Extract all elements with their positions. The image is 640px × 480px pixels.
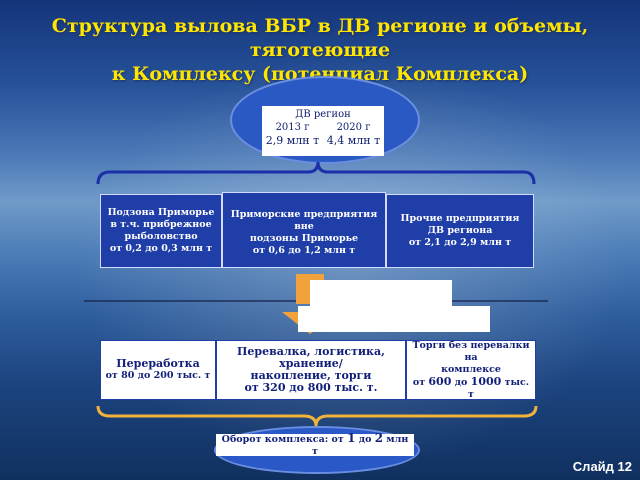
turnover-max: 2 bbox=[374, 431, 384, 445]
top-bracket bbox=[96, 161, 536, 185]
segment-primorye-subzone: Подзона Приморье в т.ч. прибрежное рыбол… bbox=[100, 194, 222, 268]
segment-1-line-1: Подзона Приморье bbox=[107, 207, 215, 218]
region-value-2013: 2,9 млн т bbox=[265, 134, 320, 147]
title-line-1: Структура вылова ВБР в ДВ регионе и объе… bbox=[51, 15, 589, 61]
activity-1-line-1: Переработка bbox=[116, 357, 200, 370]
title-line-2: к Комплексу (потенциал Комплекса) bbox=[111, 63, 529, 85]
slide-number: Слайд 12 bbox=[572, 459, 632, 474]
region-name: ДВ регион bbox=[295, 109, 351, 120]
activity-1-line-2: от 80 до 200 тыс. т bbox=[105, 370, 211, 381]
segment-other-enterprises: Прочие предприятия ДВ региона от 2,1 до … bbox=[386, 194, 534, 268]
activity-logistics: Перевалка, логистика, хранение/ накоплен… bbox=[216, 340, 406, 400]
turnover-unit: млн т bbox=[312, 434, 409, 457]
segment-2-line-1: Приморские предприятия вне bbox=[230, 209, 378, 232]
page-title: Структура вылова ВБР в ДВ регионе и объе… bbox=[0, 14, 640, 86]
region-value-2020: 4,4 млн т bbox=[326, 134, 381, 147]
bottom-bracket bbox=[96, 405, 538, 427]
activity-processing: Переработка от 80 до 200 тыс. т bbox=[100, 340, 216, 400]
region-year-2013: 2013 г bbox=[275, 122, 310, 133]
callout-box-top bbox=[310, 280, 452, 306]
segment-3-line-3: от 2,1 до 2,9 млн т bbox=[408, 237, 512, 248]
region-years: 2013 г 2020 г bbox=[262, 121, 384, 134]
activity-3-min: 600 bbox=[428, 374, 452, 388]
segment-1-line-4: от 0,2 до 0,3 млн т bbox=[109, 243, 213, 254]
turnover-to: до bbox=[355, 434, 375, 445]
activity-3-unit: тыс. т bbox=[468, 376, 530, 400]
segment-2-line-2: подзоны Приморье bbox=[249, 233, 359, 244]
segment-1-line-2: в т.ч. прибрежное bbox=[110, 219, 212, 230]
activity-3-to: до bbox=[451, 376, 471, 388]
callout-box-bottom bbox=[298, 306, 490, 332]
activity-3-line-3: от 600 до 1000 тыс. т bbox=[409, 374, 533, 401]
region-box: ДВ регион 2013 г 2020 г 2,9 млн т 4,4 мл… bbox=[262, 106, 384, 156]
segment-3-line-1: Прочие предприятия bbox=[400, 213, 520, 224]
activity-trading: Торги без перевалки на комплексе от 600 … bbox=[406, 340, 536, 400]
activity-3-from: от bbox=[412, 376, 429, 388]
region-year-2020: 2020 г bbox=[336, 122, 371, 133]
turnover-min: 1 bbox=[347, 431, 356, 445]
turnover-prefix: Оборот комплекса: от bbox=[221, 434, 348, 445]
activity-2-line-3: от 320 до 800 тыс. т. bbox=[244, 381, 378, 394]
region-values: 2,9 млн т 4,4 млн т bbox=[262, 134, 384, 147]
segment-1-line-3: рыболовство bbox=[124, 231, 198, 242]
segment-3-line-2: ДВ региона bbox=[427, 225, 493, 236]
activity-2-line-2: накопление, торги bbox=[250, 369, 372, 382]
segment-primorye-outside: Приморские предприятия вне подзоны Примо… bbox=[222, 192, 386, 268]
activity-3-line-1: Торги без перевалки на bbox=[412, 339, 530, 363]
activity-2-line-1: Перевалка, логистика, хранение/ bbox=[237, 345, 385, 370]
turnover-box: Оборот комплекса: от 1 до 2 млн т bbox=[216, 431, 414, 457]
activity-3-line-2: комплексе bbox=[441, 363, 501, 375]
activity-3-max: 1000 bbox=[470, 374, 502, 388]
segment-2-line-3: от 0,6 до 1,2 млн т bbox=[252, 245, 356, 256]
